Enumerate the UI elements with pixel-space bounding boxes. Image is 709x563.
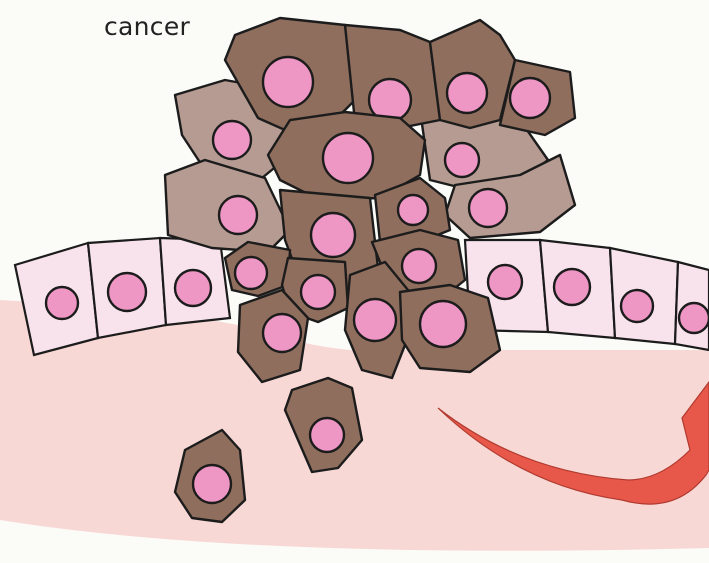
tumor-nucleus	[311, 213, 355, 257]
cancer-label: cancer	[104, 12, 190, 41]
tumor-nucleus	[263, 314, 301, 352]
tumor-nucleus	[354, 299, 396, 341]
tumor-nucleus	[235, 257, 267, 289]
epithelial-nucleus	[108, 273, 146, 311]
tumor-nucleus	[469, 189, 507, 227]
tumor-nucleus	[420, 301, 466, 347]
epithelial-nucleus	[554, 269, 590, 305]
tumor-nucleus	[213, 121, 251, 159]
tumor-nucleus	[323, 133, 373, 183]
tumor-nucleus	[398, 195, 428, 225]
epithelial-nucleus	[488, 265, 522, 299]
tumor-nucleus	[447, 73, 487, 113]
epithelial-layer-right	[465, 240, 709, 350]
epithelial-nucleus	[621, 290, 653, 322]
epithelial-nucleus	[679, 303, 709, 333]
tumor-nucleus	[402, 249, 436, 283]
tumor-nucleus	[310, 418, 344, 452]
tumor-nucleus	[219, 196, 257, 234]
epithelial-nucleus	[46, 287, 78, 319]
epithelial-nucleus	[175, 270, 211, 306]
tumor-nucleus	[263, 57, 313, 107]
tumor-nucleus	[510, 78, 550, 118]
tumor-nucleus	[445, 143, 479, 177]
tumor-nucleus	[301, 275, 335, 309]
tumor-nucleus	[193, 465, 231, 503]
